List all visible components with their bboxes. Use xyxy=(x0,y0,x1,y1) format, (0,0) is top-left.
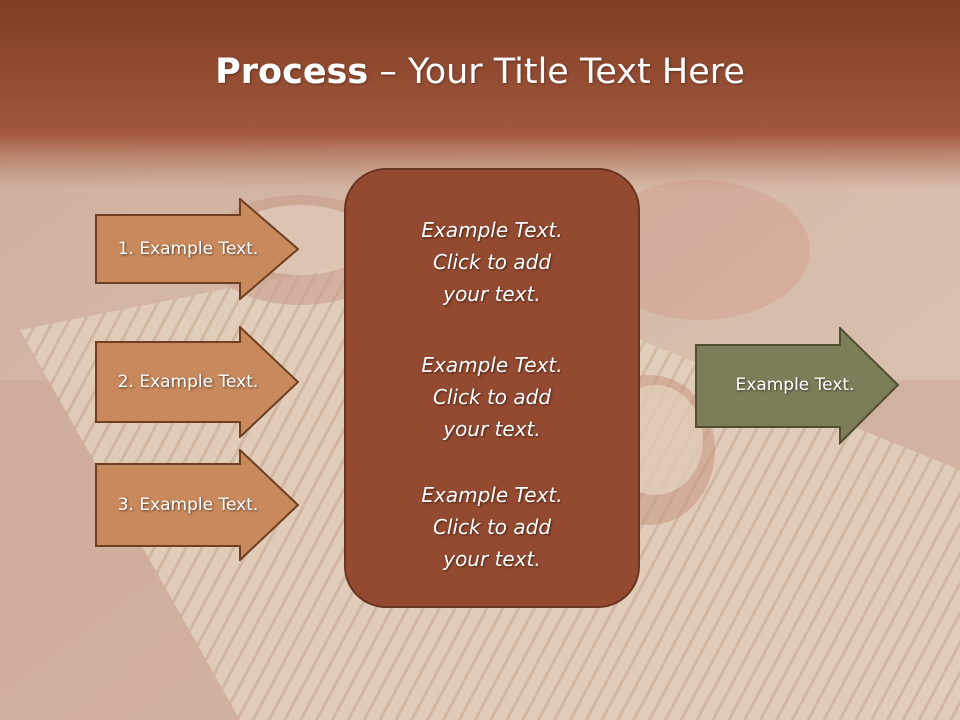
center-text-line: your text. xyxy=(443,282,541,306)
center-text-line: Example Text. xyxy=(421,218,563,242)
slide-title: Process – Your Title Text Here xyxy=(0,52,960,92)
arrow-right-icon xyxy=(95,449,299,561)
arrow-right-icon xyxy=(95,326,299,438)
center-text-box[interactable]: Example Text. Click to add your text. Ex… xyxy=(344,168,640,608)
center-text-line: Example Text. xyxy=(421,483,563,507)
right-arrow-label: Example Text. xyxy=(735,375,855,395)
left-arrow-label: 3. Example Text. xyxy=(117,495,259,515)
center-text-block-1[interactable]: Example Text. Click to add your text. xyxy=(346,214,638,310)
center-text-line: Click to add xyxy=(432,385,552,409)
title-dash: – xyxy=(368,52,408,92)
left-arrow-1[interactable]: 1. Example Text. xyxy=(95,198,299,300)
center-text-line: Click to add xyxy=(432,515,552,539)
center-text-line: your text. xyxy=(443,547,541,571)
left-arrow-label: 1. Example Text. xyxy=(117,239,259,259)
center-text-block-3[interactable]: Example Text. Click to add your text. xyxy=(346,479,638,575)
center-text-line: your text. xyxy=(443,417,541,441)
arrow-right-icon xyxy=(95,198,299,300)
title-rest: Your Title Text Here xyxy=(407,52,745,92)
arrow-right-icon xyxy=(695,327,899,445)
left-arrow-3[interactable]: 3. Example Text. xyxy=(95,449,299,561)
left-arrow-label: 2. Example Text. xyxy=(117,372,259,392)
center-text-line: Click to add xyxy=(432,250,552,274)
title-bold: Process xyxy=(215,52,369,92)
center-text-line: Example Text. xyxy=(421,353,563,377)
right-arrow[interactable]: Example Text. xyxy=(695,327,899,445)
left-arrow-2[interactable]: 2. Example Text. xyxy=(95,326,299,438)
center-text-block-2[interactable]: Example Text. Click to add your text. xyxy=(346,349,638,445)
